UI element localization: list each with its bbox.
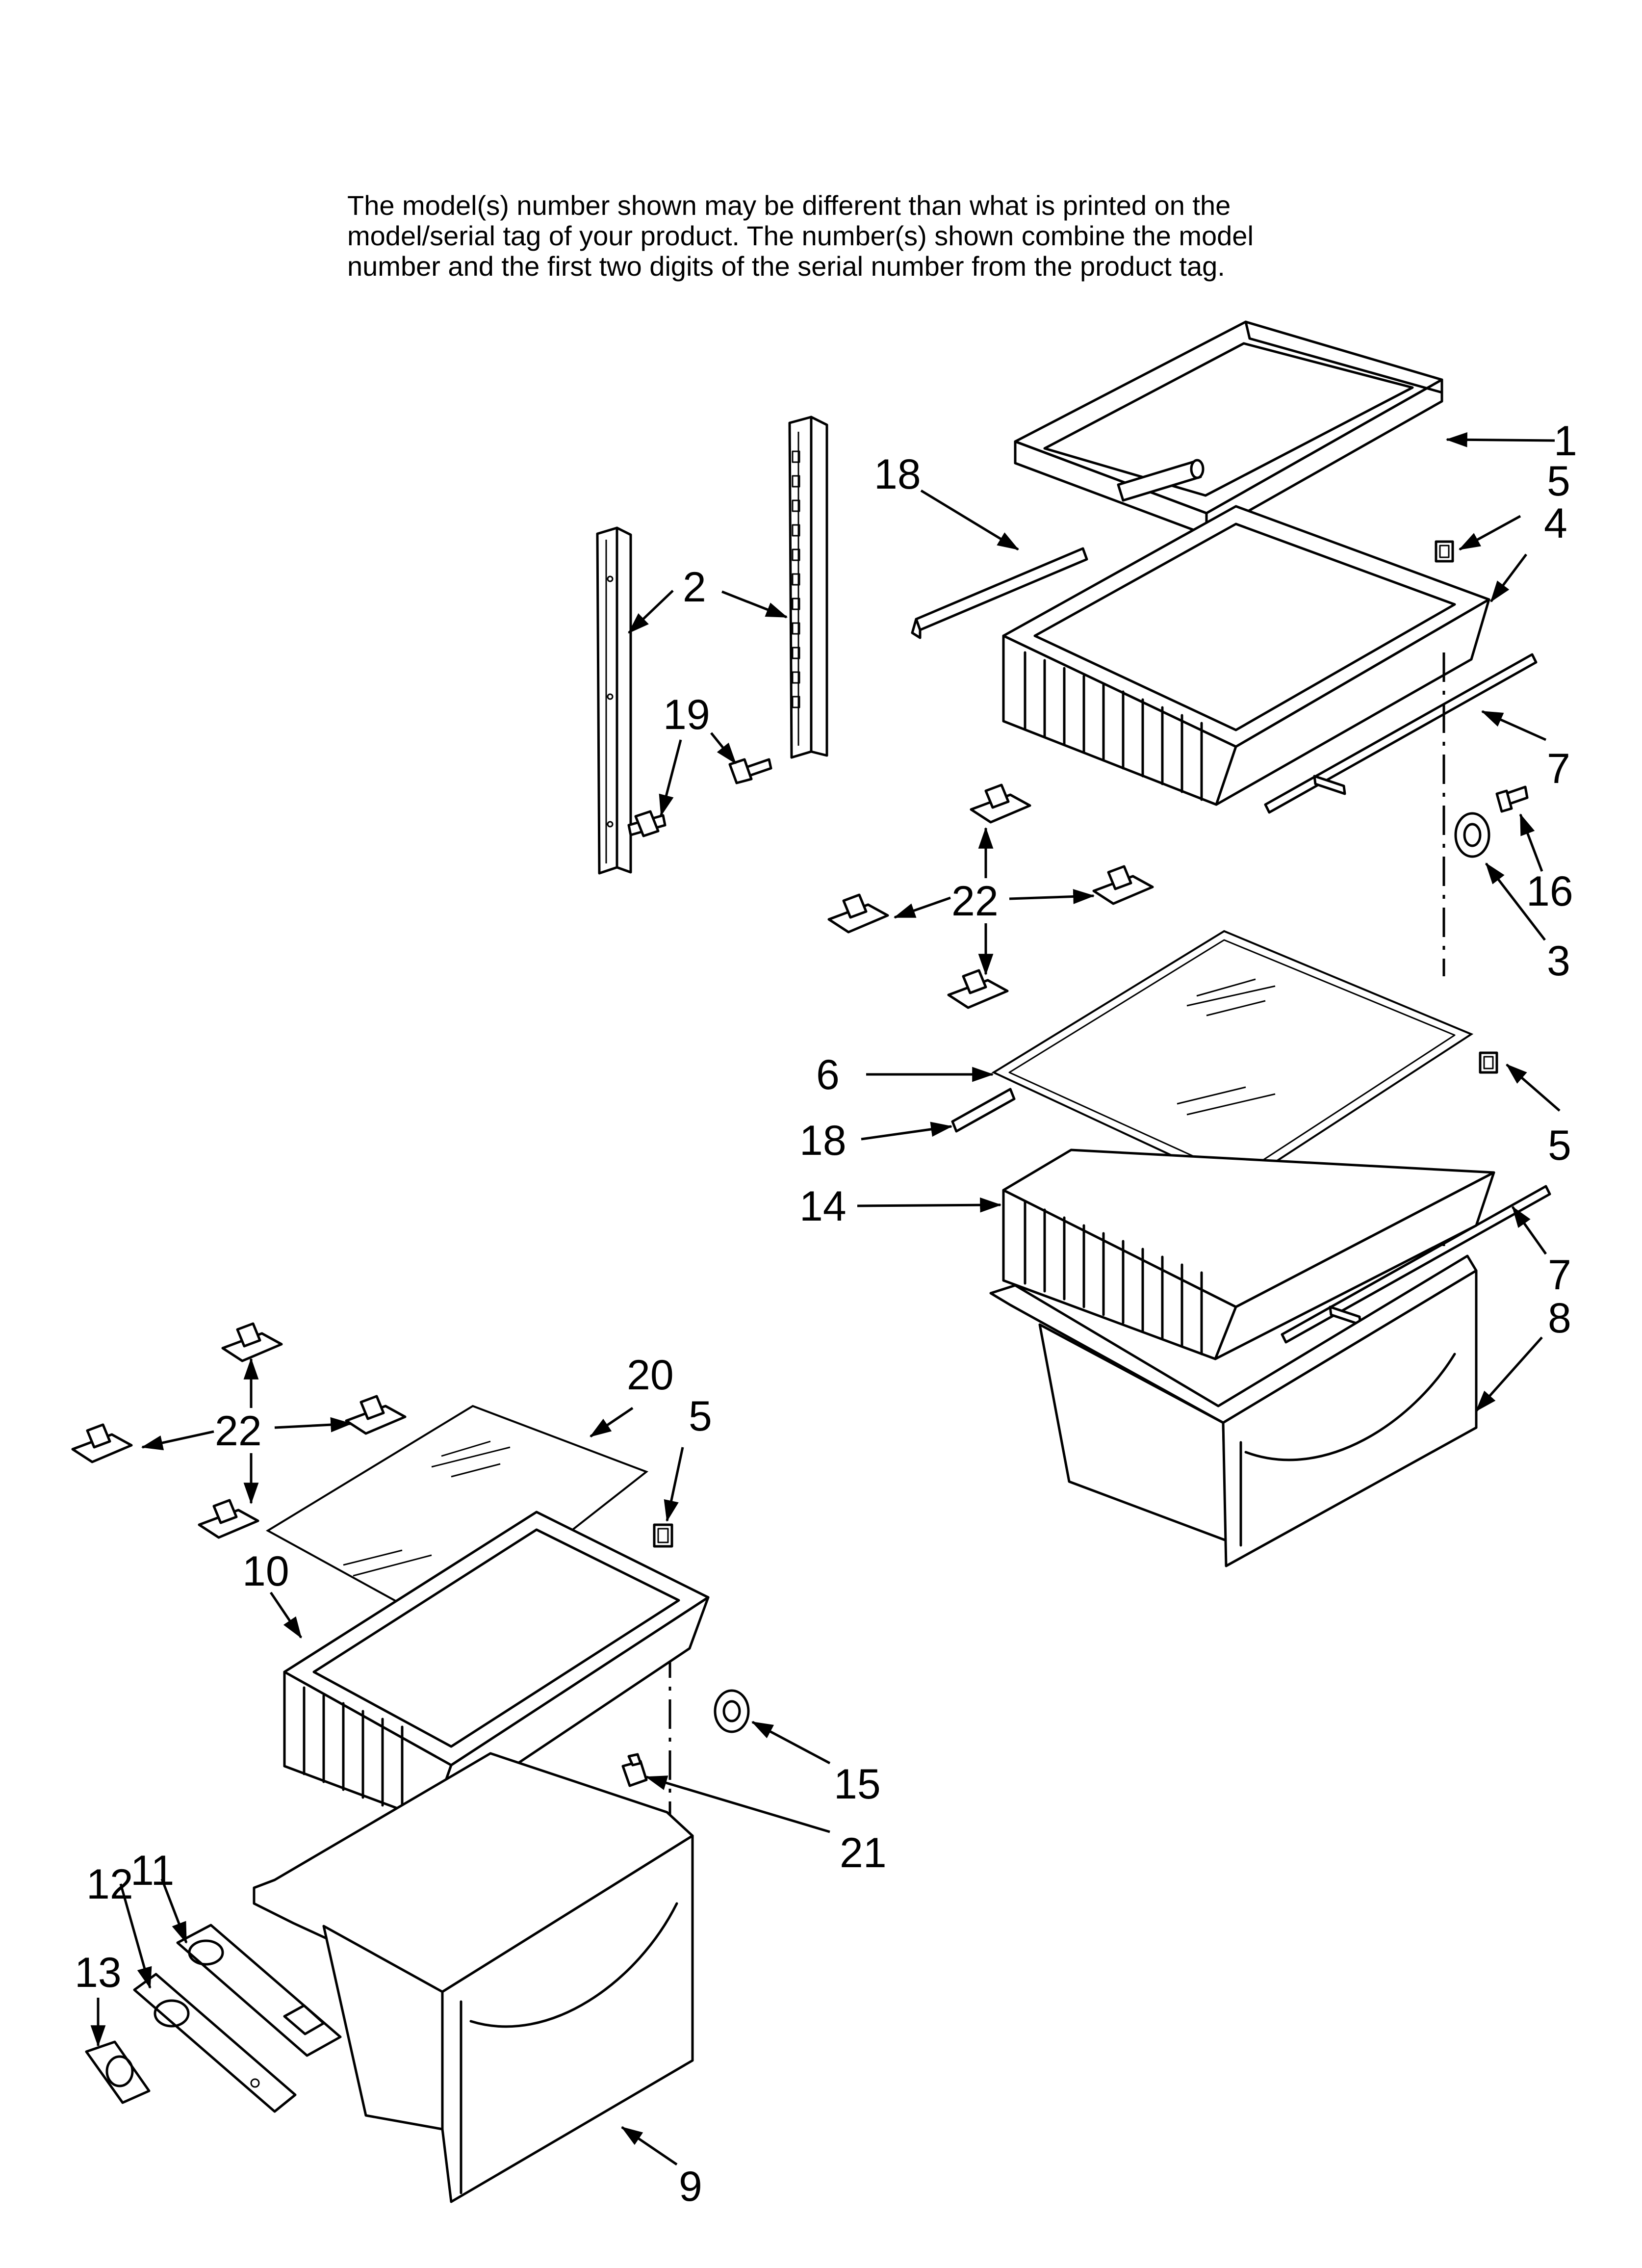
crisper-cover-frame-upper xyxy=(1002,505,1490,806)
shelf-trim-18-lower xyxy=(951,1088,1016,1133)
model-number-notice: The model(s) number shown may be differe… xyxy=(347,190,1426,282)
control-housing-11 xyxy=(176,1924,342,2057)
callout-18b: 18 xyxy=(799,1117,847,1164)
pin-21 xyxy=(621,1753,648,1787)
screw-19-right xyxy=(728,758,772,784)
callout-5a: 5 xyxy=(1547,458,1570,505)
clip-22-right-bottom xyxy=(947,969,1009,1009)
callout-6: 6 xyxy=(816,1051,840,1098)
callout-9: 9 xyxy=(679,2163,702,2210)
notice-line-3: number and the first two digits of the s… xyxy=(347,251,1225,282)
shelf-rail-right xyxy=(788,416,828,759)
callout-5c: 5 xyxy=(689,1393,712,1440)
clip-22-left-top xyxy=(221,1322,283,1362)
callout-22a: 22 xyxy=(951,878,999,925)
clip-22-left-bottom xyxy=(198,1499,259,1539)
top-shelf-frame xyxy=(1014,320,1443,536)
bumper-5c xyxy=(653,1523,673,1548)
bumper-5b xyxy=(1479,1051,1498,1074)
callout-13: 13 xyxy=(75,1949,122,1996)
callout-7a: 7 xyxy=(1547,745,1570,792)
crisper-grille-lower xyxy=(1024,1200,1203,1356)
clip-22-right-top xyxy=(970,783,1031,824)
glass-reflection-marks xyxy=(1177,978,1276,1116)
callout-21: 21 xyxy=(840,1829,887,1877)
crisper-grille-upper xyxy=(1024,651,1203,801)
crisper-drawer-8 xyxy=(989,1254,1478,1567)
crisper-cover-frame-lower xyxy=(1002,1148,1495,1360)
callout-19: 19 xyxy=(663,691,710,738)
clip-22-right-right xyxy=(1092,865,1154,905)
callout-12: 12 xyxy=(86,1861,133,1908)
shelf-rail-left xyxy=(596,526,632,875)
clip-22-left-right xyxy=(345,1395,407,1435)
crisper-cover-frame-10 xyxy=(283,1511,710,1823)
callout-1: 1 xyxy=(1554,417,1577,465)
crisper-drawer-9 xyxy=(253,1752,694,2203)
control-knob-13 xyxy=(85,2040,151,2104)
callout-11: 11 xyxy=(130,1847,174,1894)
roller-3 xyxy=(1454,812,1490,858)
notice-line-2: model/serial tag of your product. The nu… xyxy=(347,220,1254,251)
callout-22b: 22 xyxy=(215,1408,262,1455)
roller-15 xyxy=(714,1689,750,1733)
shelf-trim-18-upper xyxy=(911,547,1088,639)
leader-lines xyxy=(90,432,1561,2166)
clip-22-right-left xyxy=(827,893,889,934)
notice-line-1: The model(s) number shown may be differe… xyxy=(347,190,1231,221)
callout-16: 16 xyxy=(1526,868,1573,915)
pin-16 xyxy=(1495,785,1529,813)
callout-2: 2 xyxy=(683,564,706,611)
callout-10: 10 xyxy=(242,1548,289,1595)
callout-5b: 5 xyxy=(1548,1122,1571,1169)
glass-reflection-marks-20 xyxy=(343,1440,511,1577)
crisper-grille-10 xyxy=(303,1686,404,1815)
screw-19-left xyxy=(627,810,667,837)
callout-3: 3 xyxy=(1547,938,1570,985)
bumper-5a xyxy=(1435,540,1454,563)
clip-22-left-left xyxy=(71,1423,133,1463)
callout-14: 14 xyxy=(799,1183,847,1230)
callout-18a: 18 xyxy=(874,451,921,498)
glass-shelf-20 xyxy=(266,1405,649,1630)
callout-7b: 7 xyxy=(1548,1251,1571,1299)
glass-shelf-6 xyxy=(991,930,1474,1188)
callout-15: 15 xyxy=(834,1761,881,1808)
callout-8: 8 xyxy=(1548,1295,1571,1342)
callout-4: 4 xyxy=(1544,500,1567,547)
callout-numbers: 1 5 4 18 2 19 7 16 3 22 6 5 18 14 7 8 20… xyxy=(75,417,1577,2210)
callout-20: 20 xyxy=(627,1352,674,1399)
rail-slots xyxy=(792,450,800,708)
shelf-rod-upper xyxy=(1117,459,1205,502)
